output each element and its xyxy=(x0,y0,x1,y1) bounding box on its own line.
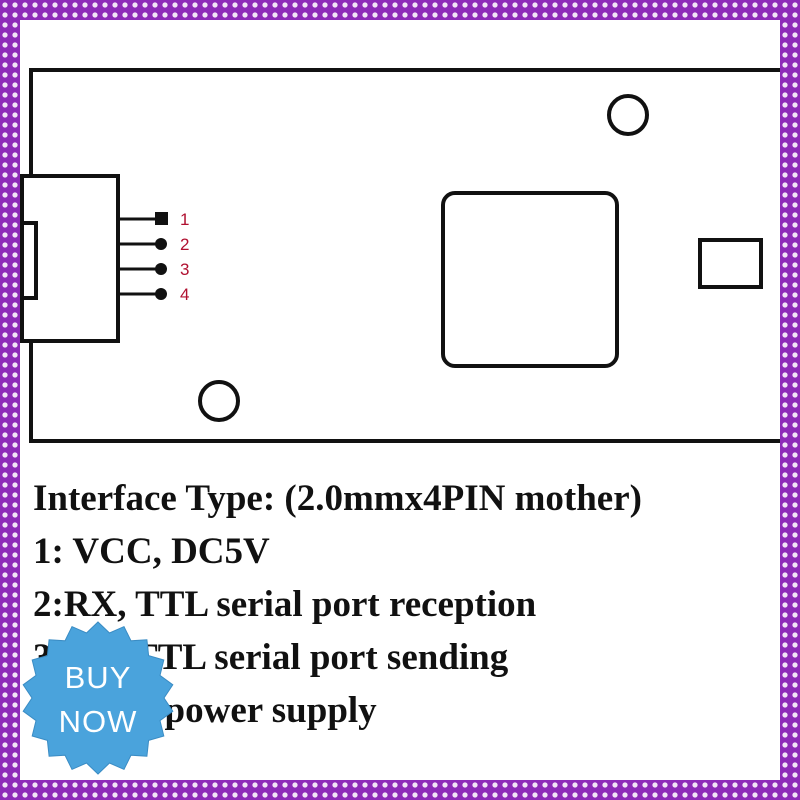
starburst-badge-icon xyxy=(22,621,174,775)
pin-number-1: 1 xyxy=(180,210,189,229)
mounting-hole-top xyxy=(607,94,649,136)
pin-number-3: 3 xyxy=(180,260,189,279)
main-chip xyxy=(441,191,619,368)
pin-pad-3 xyxy=(155,263,167,275)
connector-latch xyxy=(22,221,38,300)
spec-interface-type: Interface Type: (2.0mmx4PIN mother) xyxy=(33,478,642,519)
spec-pin-1: 1: VCC, DC5V xyxy=(33,531,270,572)
pin-number-4: 4 xyxy=(180,285,189,304)
now-label: NOW xyxy=(58,704,138,739)
mounting-hole-bottom xyxy=(198,380,240,422)
connector-housing xyxy=(20,174,120,343)
pin-number-2: 2 xyxy=(180,235,189,254)
spec-pin-2: 2:RX, TTL serial port reception xyxy=(33,584,537,625)
buy-now-button[interactable]: BUY NOW xyxy=(20,620,176,776)
pin-pad-1-square xyxy=(155,212,168,225)
buy-label: BUY xyxy=(64,660,132,695)
pin-pad-4 xyxy=(155,288,167,300)
module-board-outline xyxy=(29,68,780,443)
pin-pad-2 xyxy=(155,238,167,250)
small-component xyxy=(698,238,763,289)
